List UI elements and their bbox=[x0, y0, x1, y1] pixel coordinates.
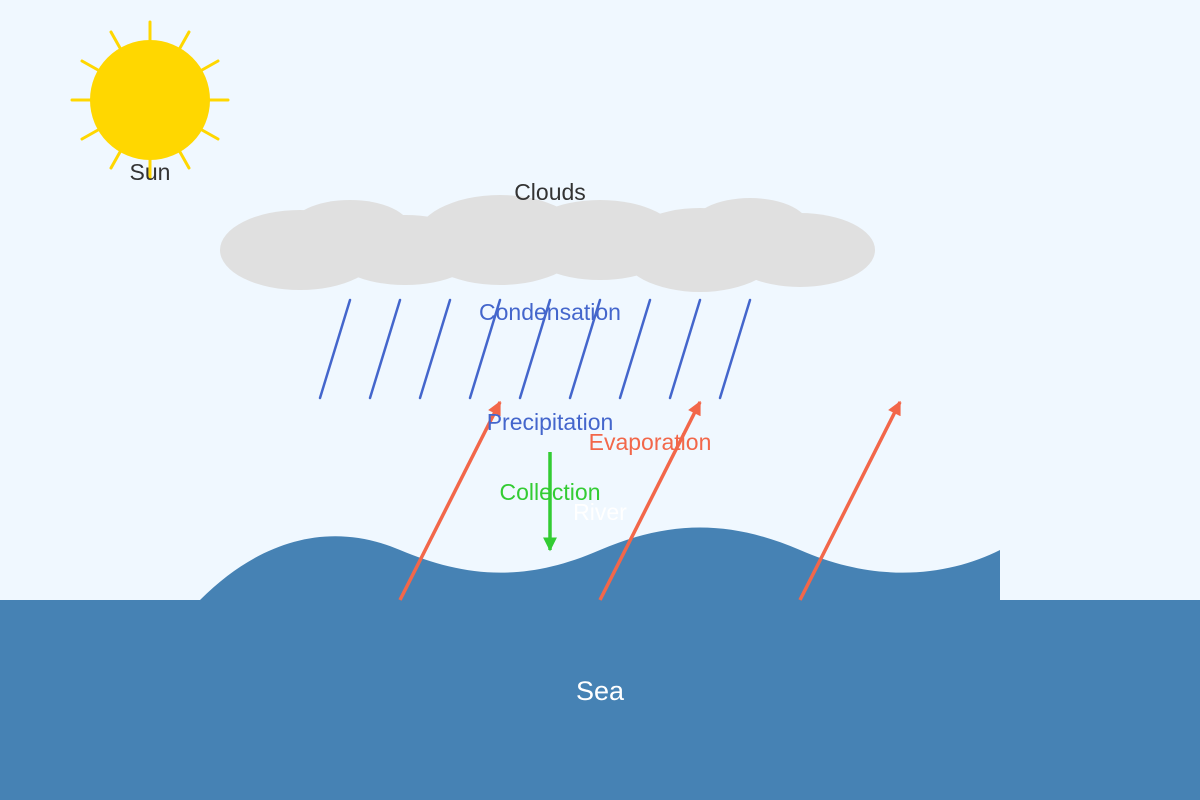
river-wave bbox=[200, 527, 1000, 600]
rain-icon bbox=[318, 298, 752, 400]
evaporation-arrows bbox=[398, 400, 902, 601]
sea-body bbox=[0, 600, 1200, 800]
rain-streak bbox=[568, 298, 602, 400]
precipitation-label: Precipitation bbox=[487, 409, 614, 435]
evaporation-label: Evaporation bbox=[589, 429, 712, 455]
collection-label: Collection bbox=[500, 479, 601, 505]
river-label: River bbox=[573, 499, 627, 525]
arrow-up-icon bbox=[798, 400, 902, 601]
condensation-label: Condensation bbox=[479, 299, 621, 325]
rain-streak bbox=[318, 298, 352, 400]
rain-streak bbox=[418, 298, 452, 400]
rain-streak bbox=[618, 298, 652, 400]
sun-icon bbox=[70, 20, 230, 180]
sun-label: Sun bbox=[130, 159, 171, 185]
rain-streak bbox=[518, 298, 552, 400]
rain-streak bbox=[368, 298, 402, 400]
rain-streak bbox=[668, 298, 702, 400]
sea-label: Sea bbox=[576, 676, 625, 706]
arrow-up-icon bbox=[398, 400, 502, 601]
cloud-icon bbox=[220, 195, 875, 292]
rain-streak bbox=[468, 298, 502, 400]
arrow-up-icon bbox=[598, 400, 702, 601]
clouds-label: Clouds bbox=[514, 179, 586, 205]
rain-streak bbox=[718, 298, 752, 400]
